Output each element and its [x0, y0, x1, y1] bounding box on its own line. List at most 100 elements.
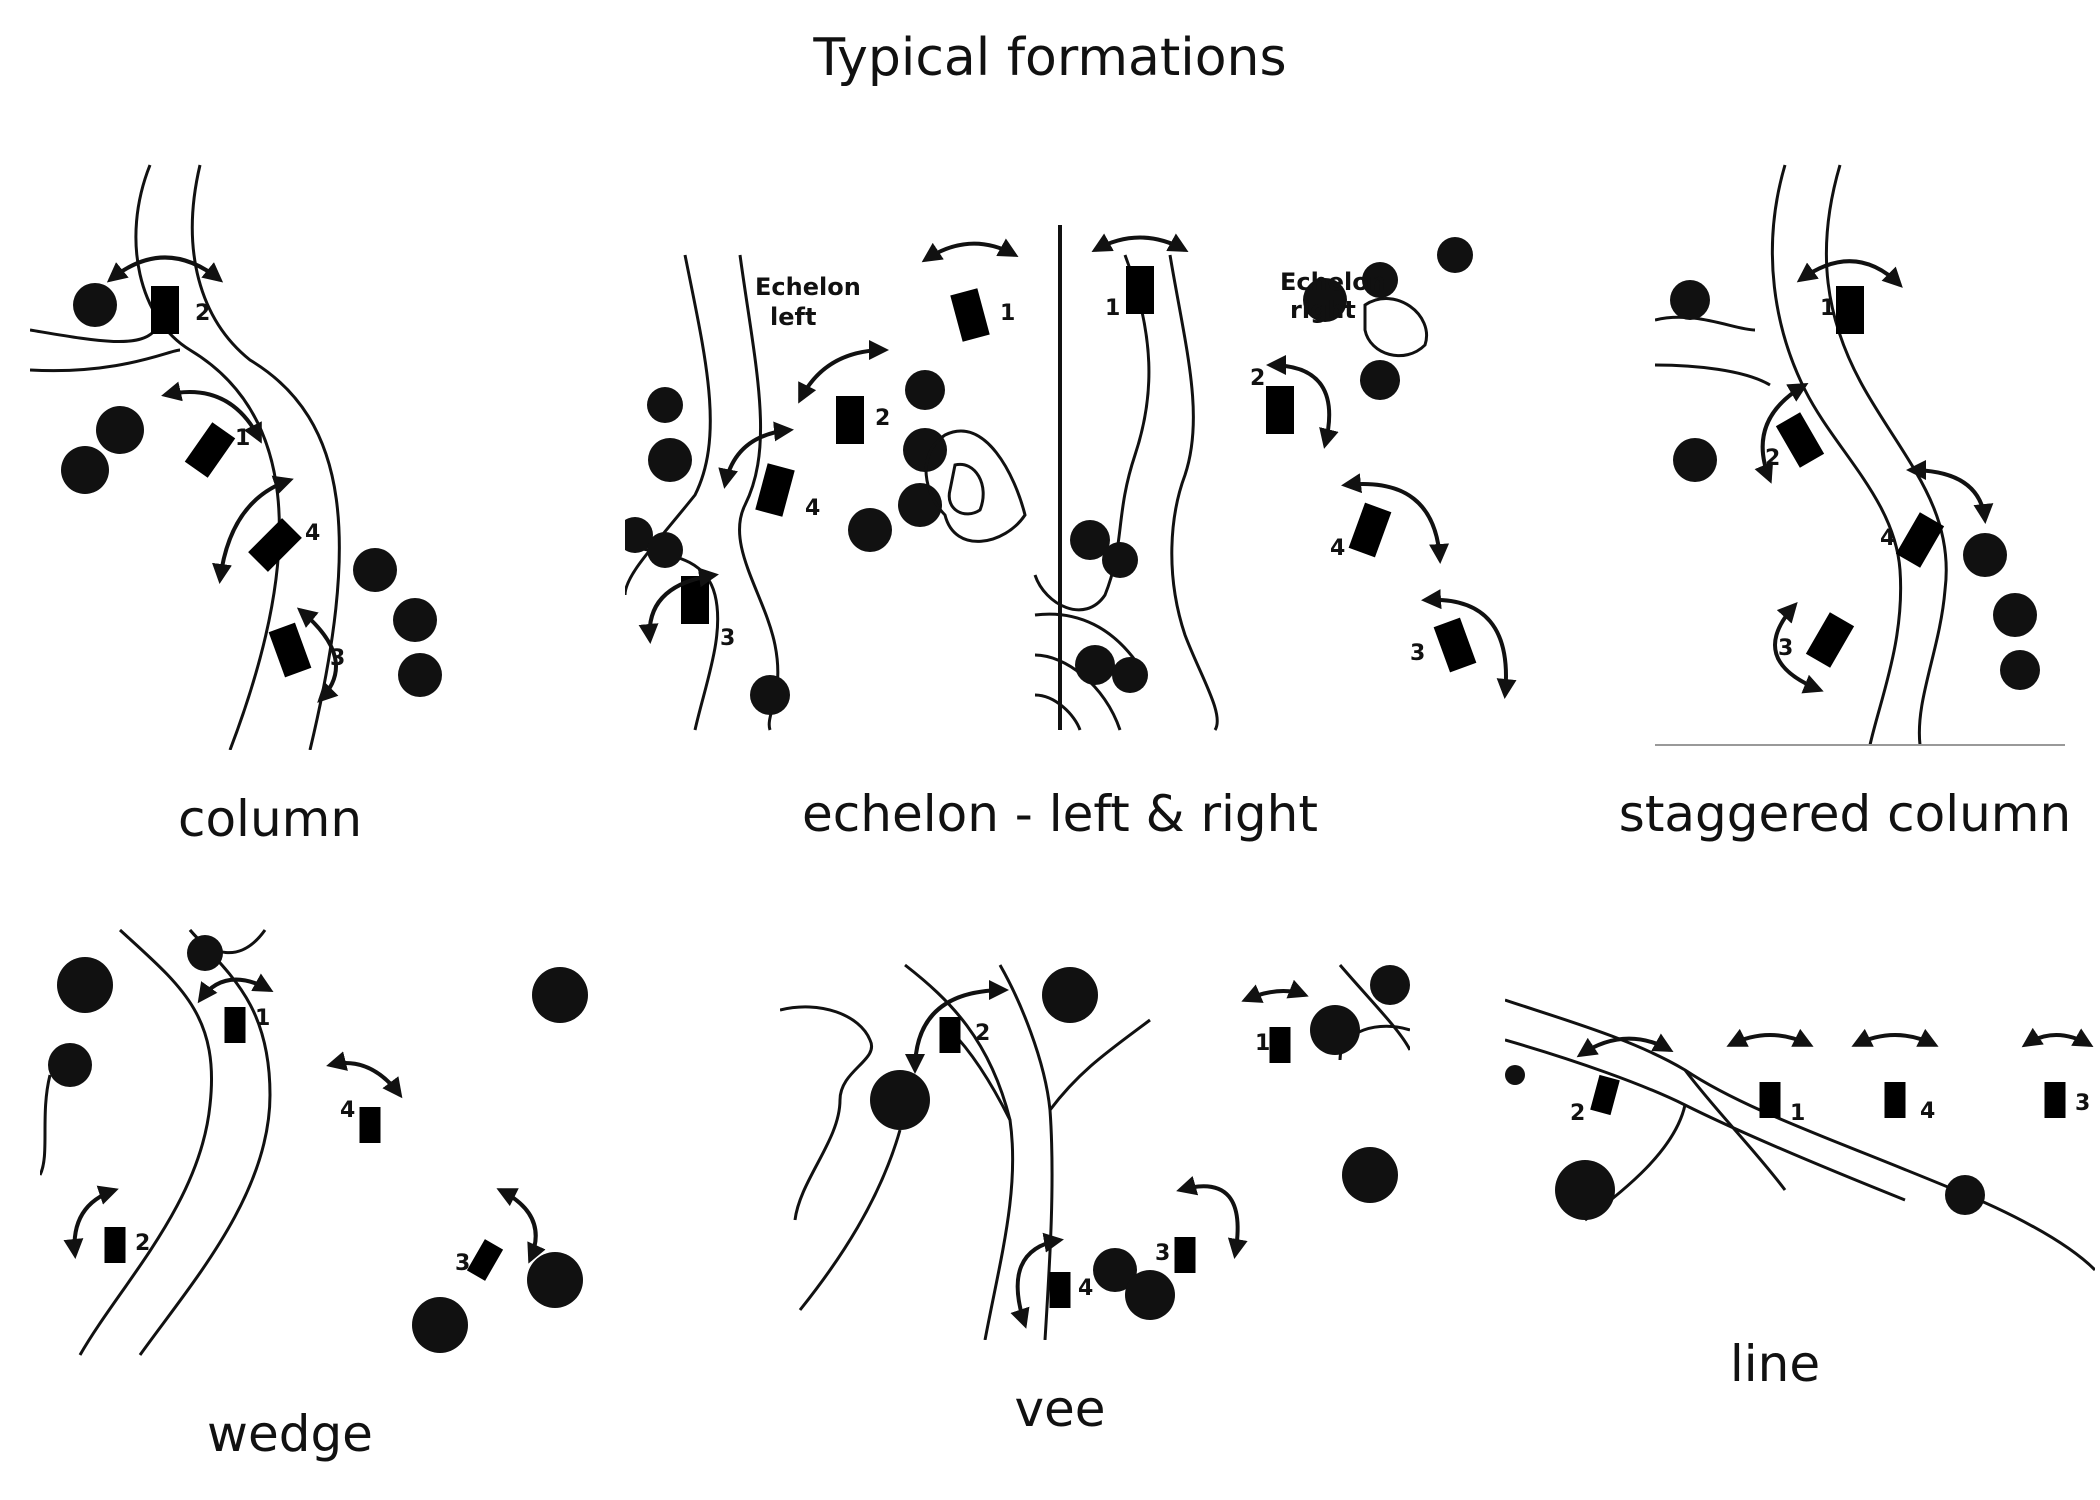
- sector-arrow: [1796, 259, 1903, 288]
- sector-arrow: [496, 1188, 546, 1264]
- tank-number: 2: [1250, 366, 1265, 391]
- sector-arrow: [2021, 1027, 2094, 1048]
- tree: [647, 532, 683, 568]
- tank-number: 1: [1105, 296, 1120, 321]
- road: [1824, 164, 1948, 746]
- wedge-panel: 1 4 2 3: [40, 925, 600, 1365]
- tree: [647, 387, 683, 423]
- tree: [1070, 520, 1110, 560]
- sector-arrow: [106, 255, 224, 283]
- tree: [1945, 1175, 1985, 1215]
- tree: [398, 653, 442, 697]
- tank-number: 1: [1820, 296, 1835, 321]
- tree: [96, 406, 144, 454]
- road: [1168, 254, 1219, 731]
- sector-arrow: [197, 973, 274, 1004]
- tree: [1112, 657, 1148, 693]
- tank-number: 2: [875, 406, 890, 431]
- tank-number: 1: [235, 426, 250, 451]
- echelon-right-label: right: [1290, 296, 1356, 324]
- road: [625, 543, 720, 731]
- tree: [393, 598, 437, 642]
- tank-number: 4: [1920, 1099, 1935, 1124]
- tree: [870, 1070, 930, 1130]
- tank-number: 4: [805, 496, 820, 521]
- tank-number: 2: [195, 301, 210, 326]
- tank-number: 4: [1078, 1276, 1093, 1301]
- tree: [1437, 237, 1473, 273]
- tree: [1370, 965, 1410, 1005]
- sector-arrow: [1010, 1232, 1064, 1329]
- tree: [1963, 533, 2007, 577]
- caption-wedge: wedge: [207, 1405, 373, 1463]
- road: [1033, 254, 1151, 612]
- tree: [61, 446, 109, 494]
- road: [625, 254, 712, 596]
- tank: [1759, 1076, 1781, 1129]
- sector-arrow: [326, 1051, 403, 1099]
- tank-number: 3: [330, 646, 345, 671]
- tree: [1993, 593, 2037, 637]
- tank: [1126, 258, 1154, 328]
- tank-number: 3: [455, 1251, 470, 1276]
- sector-arrow: [63, 1185, 119, 1259]
- tank: [836, 388, 864, 458]
- sector-arrow: [1754, 382, 1809, 484]
- tree: [1310, 1005, 1360, 1055]
- wedge-diagram: 1 4 2 3: [40, 928, 588, 1356]
- sector-arrow: [638, 567, 719, 644]
- caption-column: column: [177, 790, 363, 848]
- tank-number: 2: [975, 1021, 990, 1046]
- road: [190, 164, 341, 750]
- tree: [57, 957, 113, 1013]
- tree: [1360, 360, 1400, 400]
- road: [798, 1129, 902, 1311]
- road: [134, 164, 281, 750]
- road: [1034, 693, 1082, 731]
- tree: [527, 1252, 583, 1308]
- tree: [1075, 645, 1115, 685]
- tree: [1555, 1160, 1615, 1220]
- sector-arrow: [212, 475, 294, 584]
- tank: [1174, 1231, 1196, 1284]
- tank-number: 3: [1410, 641, 1425, 666]
- tank: [2044, 1076, 2066, 1129]
- sector-arrow: [1241, 979, 1309, 1003]
- tank: [1884, 1076, 1906, 1129]
- caption-vee: vee: [1014, 1380, 1106, 1438]
- vee-diagram: 2 1 3 4: [780, 963, 1410, 1340]
- tree: [353, 548, 397, 592]
- tank-number: 4: [1330, 536, 1345, 561]
- road: [78, 928, 213, 1356]
- tank: [1269, 1021, 1291, 1074]
- tank-number: 3: [1155, 1241, 1170, 1266]
- tree: [73, 283, 117, 327]
- tank-number: 4: [305, 521, 320, 546]
- sector-arrow: [921, 238, 1019, 263]
- tank: [224, 1001, 246, 1054]
- tree: [48, 1043, 92, 1087]
- tree: [1670, 280, 1710, 320]
- tank: [1430, 610, 1482, 686]
- sector-arrow: [798, 340, 889, 404]
- tank-number: 1: [1000, 301, 1015, 326]
- tank: [1888, 505, 1949, 580]
- vee-panel: 2 1 3 4: [780, 960, 1410, 1340]
- tank-number: 4: [1880, 526, 1895, 551]
- sector-arrow: [1091, 233, 1189, 252]
- sector-arrow: [1851, 1028, 1939, 1047]
- terrain-contour: [924, 429, 1027, 543]
- sector-arrow: [1773, 602, 1824, 694]
- sector-arrow: [1421, 589, 1517, 699]
- tree: [1102, 542, 1138, 578]
- tree: [905, 370, 945, 410]
- road: [998, 964, 1054, 1340]
- tank: [104, 1221, 126, 1274]
- tree: [1673, 438, 1717, 482]
- tree: [1505, 1065, 1525, 1085]
- road: [1770, 164, 1903, 746]
- tank: [359, 1101, 381, 1154]
- tree: [2000, 650, 2040, 690]
- tank: [176, 415, 240, 490]
- column-panel: 2 1 4 3: [30, 160, 470, 750]
